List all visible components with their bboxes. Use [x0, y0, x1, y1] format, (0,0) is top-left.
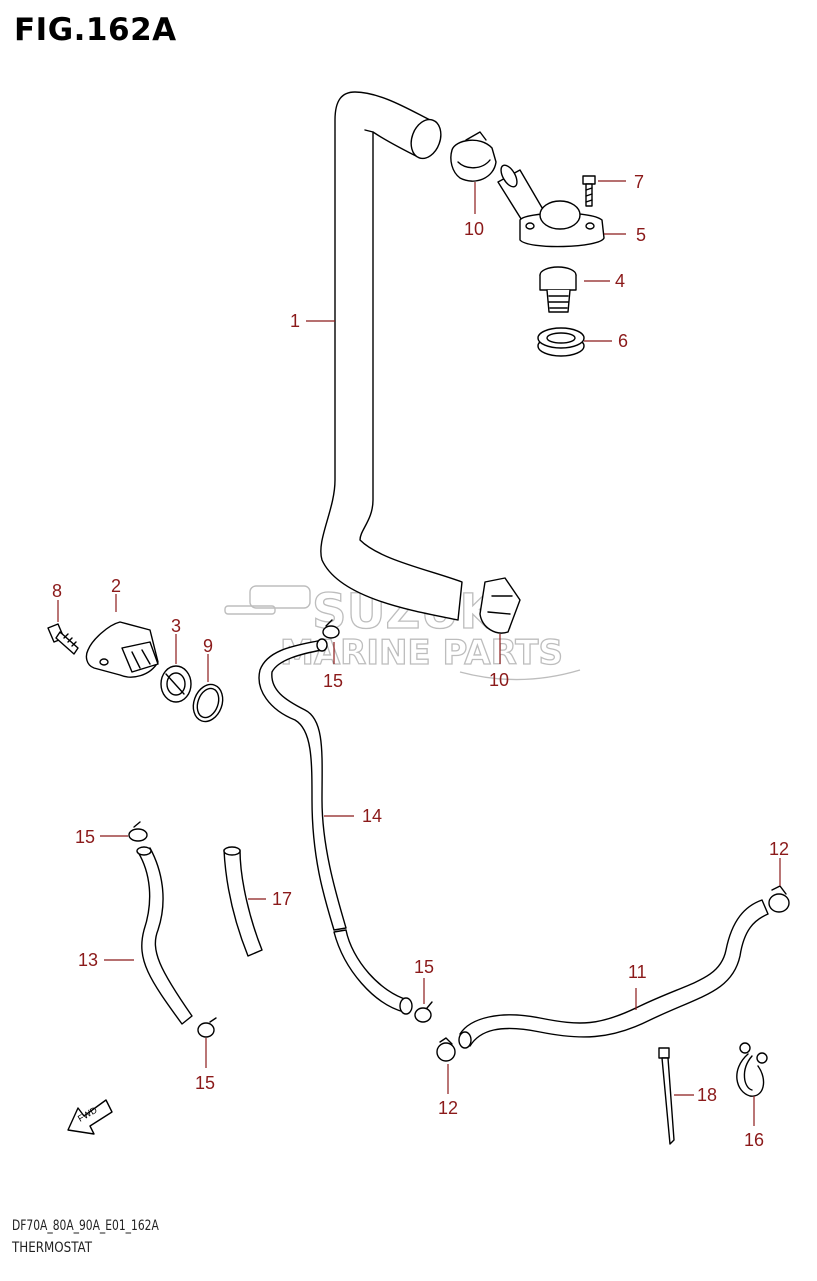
callout-14: 14 — [362, 806, 382, 826]
part-7-bolt — [582, 175, 596, 207]
part-12-clamp-b — [436, 1037, 456, 1062]
callout-9: 9 — [203, 636, 213, 656]
part-5-thermostat-cover — [497, 164, 605, 248]
part-15-clamp-d — [414, 1001, 433, 1023]
callout-1: 1 — [290, 311, 300, 331]
part-15-clamp-c — [197, 1017, 217, 1038]
footer-code: DF70A_80A_90A_E01_162A — [12, 1218, 159, 1234]
callout-16: 16 — [744, 1130, 764, 1150]
part-2-housing — [85, 621, 159, 678]
watermark-subtitle: MARINE PARTS — [280, 633, 563, 673]
part-14-hose — [258, 638, 413, 1015]
callout-15-d: 15 — [414, 957, 434, 977]
watermark: SUZUKI MARINE PARTS — [224, 583, 581, 681]
watermark-motor-icon — [249, 585, 311, 609]
callout-13: 13 — [78, 950, 98, 970]
callout-6: 6 — [618, 331, 628, 351]
callout-5: 5 — [636, 225, 646, 245]
part-8-bolt — [47, 623, 79, 655]
callout-12-left: 12 — [438, 1098, 458, 1118]
leader-lines — [57, 180, 781, 1126]
callout-10-upper: 10 — [464, 219, 484, 239]
part-1-hose — [320, 91, 463, 621]
callout-7: 7 — [634, 172, 644, 192]
figure-title: FIG.162A — [14, 12, 177, 48]
callout-3: 3 — [171, 616, 181, 636]
callout-15-a: 15 — [323, 671, 343, 691]
callout-4: 4 — [615, 271, 625, 291]
part-4-thermostat — [539, 266, 577, 313]
part-6-seal — [537, 327, 585, 357]
callout-11: 11 — [628, 962, 647, 982]
part-10-clamp-upper — [450, 131, 497, 182]
callout-10-lower: 10 — [489, 670, 509, 690]
callout-8: 8 — [52, 581, 62, 601]
footer-name: THERMOSTAT — [12, 1240, 93, 1256]
part-15-clamp-a — [322, 619, 340, 639]
part-17-hose — [223, 846, 263, 957]
part-13-hose — [136, 846, 193, 1025]
callout-2: 2 — [111, 576, 121, 596]
callout-18: 18 — [697, 1085, 717, 1105]
part-16-clip — [736, 1042, 768, 1097]
callout-15-b: 15 — [75, 827, 95, 847]
part-12-clamp-a — [768, 885, 790, 913]
callout-17: 17 — [272, 889, 292, 909]
part-18-cable-tie — [658, 1047, 675, 1145]
fwd-arrow-icon: FWD — [67, 1099, 113, 1135]
part-3-cap — [160, 665, 192, 703]
part-9-o-ring — [192, 683, 224, 723]
part-10-clamp-lower — [479, 577, 521, 634]
callout-12-right: 12 — [769, 839, 789, 859]
callouts: 1 2 3 4 5 6 7 8 9 10 10 11 12 12 13 14 1… — [52, 172, 789, 1150]
watermark-swoosh — [459, 669, 581, 681]
part-15-clamp-b — [128, 821, 148, 842]
part-11-hose — [458, 899, 769, 1049]
callout-15-c: 15 — [195, 1073, 215, 1093]
